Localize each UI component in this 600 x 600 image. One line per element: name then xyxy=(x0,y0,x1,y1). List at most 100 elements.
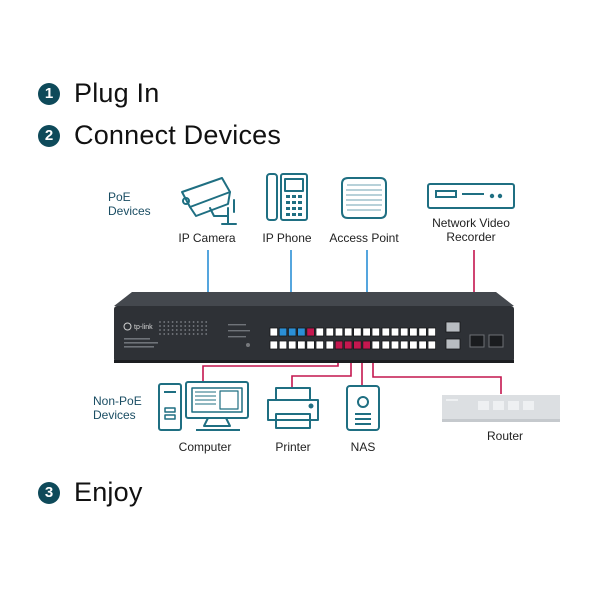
ethernet-port xyxy=(334,327,344,337)
ip-phone-icon xyxy=(266,173,308,221)
status-led xyxy=(167,325,170,327)
router-label: Router xyxy=(487,429,523,443)
ethernet-port xyxy=(353,340,362,350)
step-number-badge: 1 xyxy=(38,82,60,105)
status-led xyxy=(196,325,199,327)
status-led xyxy=(184,325,187,327)
status-led xyxy=(196,333,199,335)
status-led xyxy=(188,333,191,335)
status-led xyxy=(205,333,208,335)
ethernet-port xyxy=(278,327,288,337)
status-led xyxy=(184,321,187,323)
status-led xyxy=(184,333,187,335)
ethernet-port xyxy=(362,340,371,350)
ethernet-port xyxy=(306,340,315,350)
printer-label: Printer xyxy=(275,440,310,454)
ip-camera-label: IP Camera xyxy=(178,231,235,245)
step-connect-devices: 2 Connect Devices xyxy=(38,120,281,151)
nvr-label: Network Video xyxy=(432,216,510,230)
status-led xyxy=(205,325,208,327)
status-led xyxy=(192,329,195,331)
step-plug-in: 1 Plug In xyxy=(38,78,159,109)
status-led xyxy=(196,329,199,331)
status-led xyxy=(180,321,182,323)
ethernet-port xyxy=(343,327,353,337)
status-led xyxy=(180,325,182,327)
ip-phone-label: IP Phone xyxy=(262,231,311,245)
status-led xyxy=(171,321,174,323)
ethernet-port xyxy=(287,327,297,337)
status-led xyxy=(192,333,195,335)
ethernet-port xyxy=(409,327,418,337)
ethernet-port xyxy=(399,327,409,337)
step-label: Connect Devices xyxy=(74,120,282,150)
tp-link-logo-icon xyxy=(123,322,132,331)
ethernet-port xyxy=(269,327,278,337)
ethernet-port xyxy=(269,340,278,350)
status-led xyxy=(159,325,161,327)
nas-label: NAS xyxy=(351,440,376,454)
ethernet-port xyxy=(315,327,324,337)
ethernet-ports xyxy=(269,327,436,350)
status-led xyxy=(175,325,178,327)
access-point-label: Access Point xyxy=(329,231,399,245)
ethernet-port xyxy=(297,340,306,350)
status-led xyxy=(171,333,174,335)
status-led xyxy=(163,329,166,331)
status-led xyxy=(167,329,170,331)
reset-button-icon xyxy=(246,343,250,347)
non-poe-group-label: Non-PoE xyxy=(93,394,142,408)
access-point-icon xyxy=(341,177,387,219)
status-led xyxy=(184,329,187,331)
status-led xyxy=(192,325,195,327)
status-led xyxy=(188,321,191,323)
nvr-label: Recorder xyxy=(446,230,495,244)
status-led xyxy=(163,321,166,323)
ethernet-port xyxy=(315,340,324,350)
ethernet-port xyxy=(427,340,436,350)
status-led xyxy=(171,325,174,327)
switch-brand-logo: tp-link xyxy=(134,324,153,331)
step-enjoy: 3 Enjoy xyxy=(38,477,143,508)
status-led xyxy=(201,329,203,331)
status-led xyxy=(192,321,195,323)
ethernet-port xyxy=(427,327,436,337)
status-led xyxy=(171,329,174,331)
nvr-icon xyxy=(427,183,515,209)
ethernet-port xyxy=(343,340,353,350)
ethernet-port xyxy=(297,327,306,337)
ethernet-port xyxy=(334,340,344,350)
ethernet-port xyxy=(418,340,427,350)
ip-camera-icon xyxy=(181,177,237,225)
status-led xyxy=(205,321,208,323)
status-led xyxy=(163,333,166,335)
status-led xyxy=(201,325,203,327)
status-led xyxy=(180,333,182,335)
nas-icon xyxy=(346,385,380,431)
ethernet-port xyxy=(325,327,334,337)
status-led xyxy=(175,333,178,335)
model-print xyxy=(124,324,250,348)
non-poe-group-label: Devices xyxy=(93,408,136,422)
ethernet-port xyxy=(418,327,427,337)
ethernet-port xyxy=(409,340,418,350)
status-led xyxy=(175,329,178,331)
ethernet-port xyxy=(353,327,362,337)
status-led xyxy=(159,321,161,323)
status-led xyxy=(196,321,199,323)
ethernet-port xyxy=(278,340,288,350)
status-led xyxy=(205,329,208,331)
status-led xyxy=(159,333,161,335)
step-number-badge: 2 xyxy=(38,124,60,147)
link-printer xyxy=(291,352,352,388)
ethernet-port xyxy=(390,340,400,350)
ethernet-port xyxy=(371,327,380,337)
poe-group-label: PoE xyxy=(108,190,131,204)
status-led xyxy=(201,321,203,323)
status-led xyxy=(159,329,161,331)
ethernet-port xyxy=(306,327,315,337)
router-icon xyxy=(442,395,560,422)
ethernet-port xyxy=(381,340,390,350)
computer-icon xyxy=(158,381,249,431)
ethernet-port xyxy=(325,340,334,350)
